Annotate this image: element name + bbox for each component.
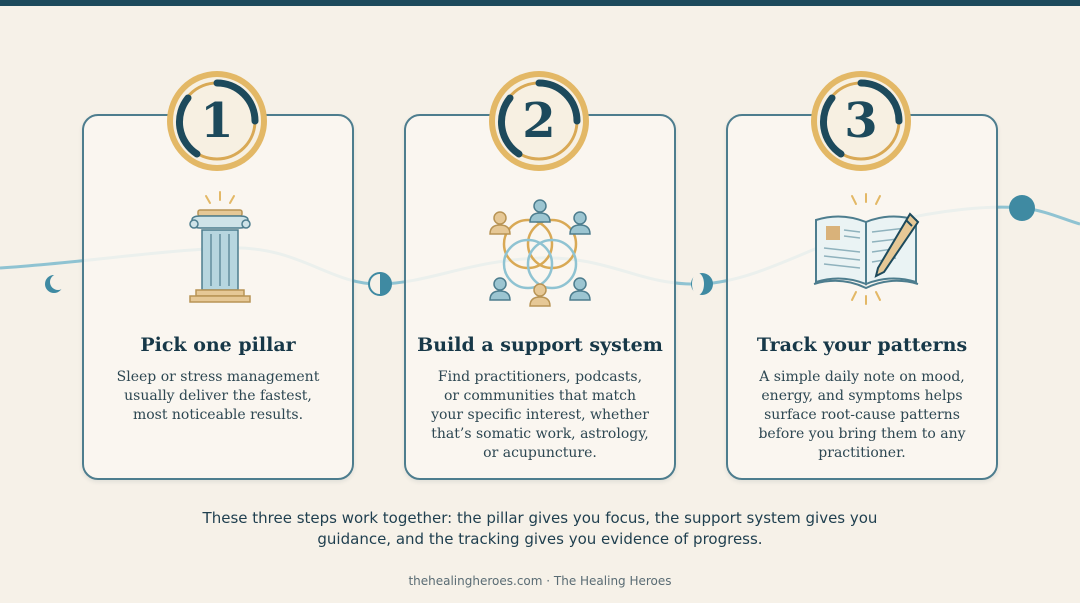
step-card-3 — [726, 114, 998, 480]
step-description: Find practitioners, podcasts, or communi… — [431, 369, 649, 461]
step-number: 3 — [844, 93, 878, 149]
badge-ring-icon — [489, 71, 589, 171]
half-moon-icon — [368, 272, 392, 296]
badge-ring-icon — [811, 71, 911, 171]
step-badge-1: 1 — [164, 68, 270, 174]
full-moon-icon — [1009, 195, 1035, 221]
top-accent-bar — [0, 0, 1080, 6]
step-number: 1 — [200, 93, 234, 149]
footer-credit: thehealingheroes.com · The Healing Heroe… — [408, 574, 672, 588]
step-badge-2: 2 — [486, 68, 592, 174]
summary-text: These three steps work together: the pil… — [202, 509, 878, 548]
journal-pen-icon — [813, 193, 920, 305]
step-description: Sleep or stress management usually deliv… — [116, 369, 320, 423]
gibbous-moon-icon — [691, 273, 713, 295]
support-network-icon — [489, 199, 591, 307]
step-badge-3: 3 — [808, 68, 914, 174]
crescent-moon-icon — [45, 274, 66, 293]
step-title: Pick one pillar — [140, 334, 296, 356]
step-number: 2 — [522, 93, 556, 149]
pillar-icon — [189, 191, 251, 303]
step-title: Track your patterns — [756, 334, 968, 356]
step-description: A simple daily note on mood, energy, and… — [758, 369, 966, 461]
step-title: Build a support system — [417, 334, 663, 356]
badge-ring-icon — [167, 71, 267, 171]
